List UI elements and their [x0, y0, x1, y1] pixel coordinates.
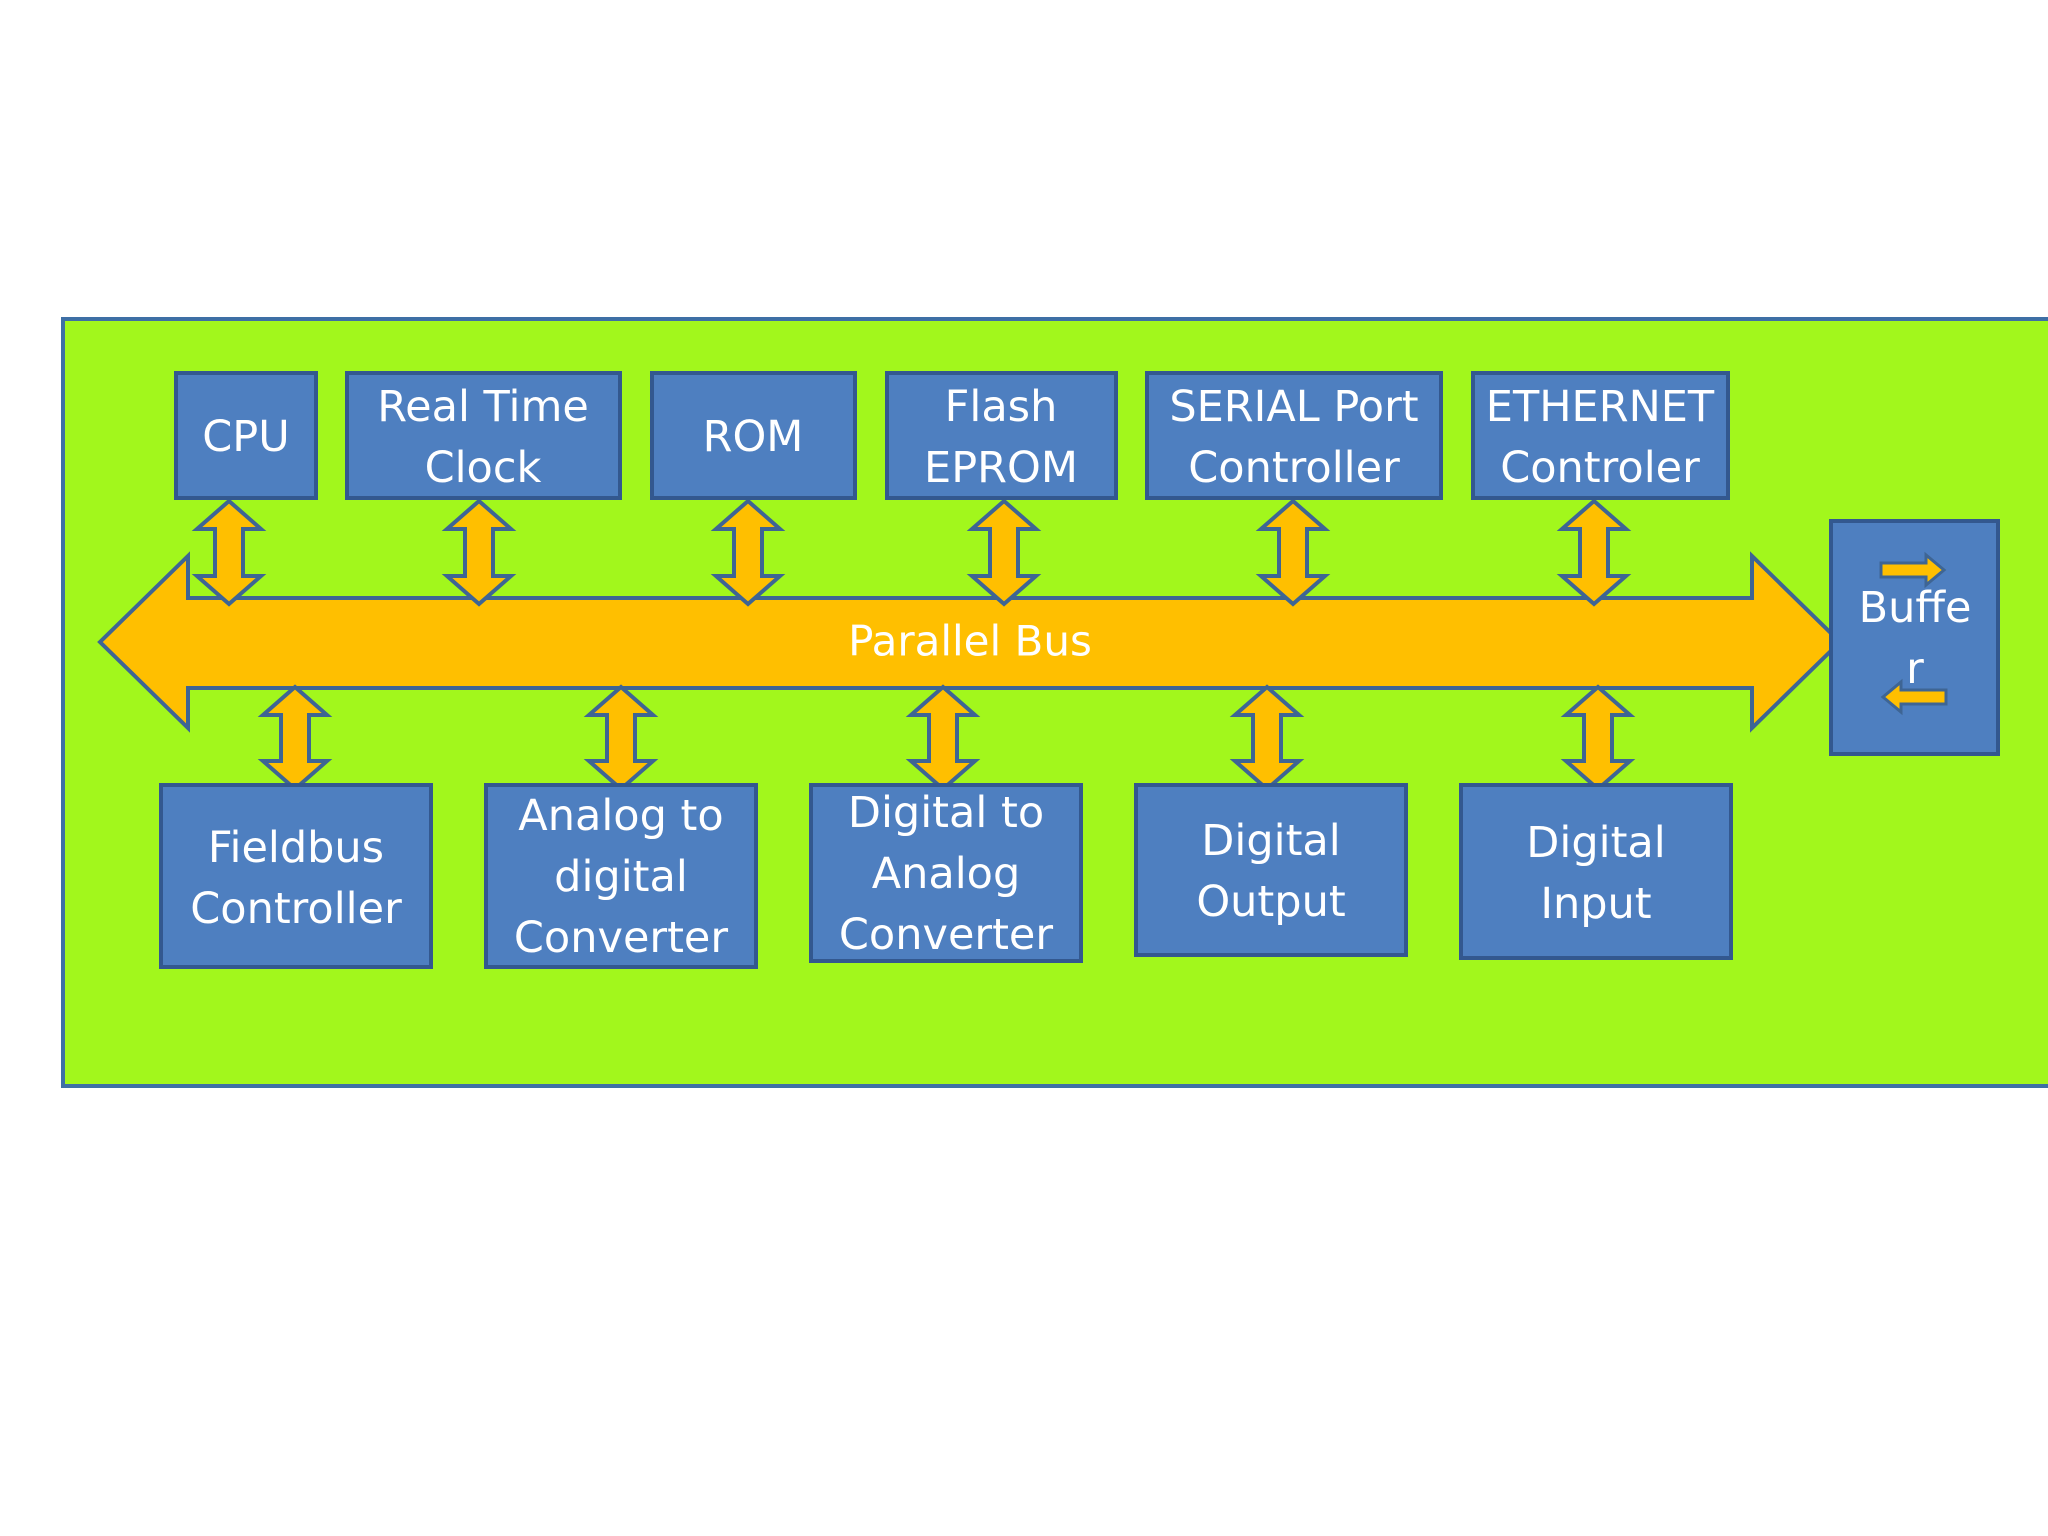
box-label-line: Analog to	[518, 791, 723, 841]
box-rom: ROM	[650, 371, 857, 500]
box-label-line: Digital	[1526, 818, 1665, 868]
box-label-line: Controller	[190, 884, 402, 934]
arrow-right-icon	[1879, 551, 1947, 589]
box-label-line: Input	[1540, 879, 1651, 929]
connector-arrow-flash-eprom	[966, 498, 1042, 607]
box-label-line: digital	[554, 852, 688, 902]
box-label-line: Digital to	[848, 788, 1044, 838]
box-label-line: Digital	[1201, 816, 1340, 866]
box-label-line: Real Time	[377, 382, 589, 432]
box-label-line: Output	[1196, 877, 1345, 927]
box-label-line: Converter	[514, 913, 728, 963]
box-analog-to-digital-converter: Analog to digital Converter	[484, 783, 758, 969]
box-label-line: EPROM	[924, 443, 1078, 493]
box-label-line: CPU	[202, 412, 289, 462]
connector-arrow-ethernet-controler	[1556, 498, 1632, 607]
box-serial-port-controller: SERIAL Port Controller	[1145, 371, 1443, 500]
box-label-line: Analog	[872, 849, 1021, 899]
box-label-line: ROM	[703, 412, 804, 462]
box-label-line: Fieldbus	[208, 823, 384, 873]
connector-arrow-cpu	[191, 498, 267, 607]
connector-arrow-serial-port-controller	[1255, 498, 1331, 607]
box-digital-input: Digital Input	[1459, 783, 1733, 960]
box-label-line: ETHERNET	[1486, 382, 1715, 432]
box-flash-eprom: Flash EPROM	[885, 371, 1118, 500]
arrow-left-icon	[1880, 678, 1948, 716]
box-digital-output: Digital Output	[1134, 783, 1408, 957]
box-buffer: Buffe r	[1829, 519, 2000, 756]
box-cpu: CPU	[174, 371, 318, 500]
box-label-line: r	[1906, 644, 1924, 694]
box-label-line: Controler	[1500, 443, 1700, 493]
box-ethernet-controler: ETHERNET Controler	[1471, 371, 1730, 500]
box-label-line: SERIAL Port	[1169, 382, 1418, 432]
box-real-time-clock: Real Time Clock	[345, 371, 622, 500]
box-label-line: Clock	[425, 443, 542, 493]
box-label-line: Controller	[1188, 443, 1400, 493]
connector-arrow-real-time-clock	[441, 498, 517, 607]
box-label-line: Flash	[945, 382, 1058, 432]
box-label-line: Buffe	[1859, 583, 1972, 633]
connector-arrow-rom	[710, 498, 786, 607]
box-digital-to-analog-converter: Digital to Analog Converter	[809, 783, 1083, 963]
parallel-bus-label: Parallel Bus	[848, 617, 1092, 666]
box-fieldbus-controller: Fieldbus Controller	[159, 783, 433, 969]
box-label-line: Converter	[839, 910, 1053, 960]
